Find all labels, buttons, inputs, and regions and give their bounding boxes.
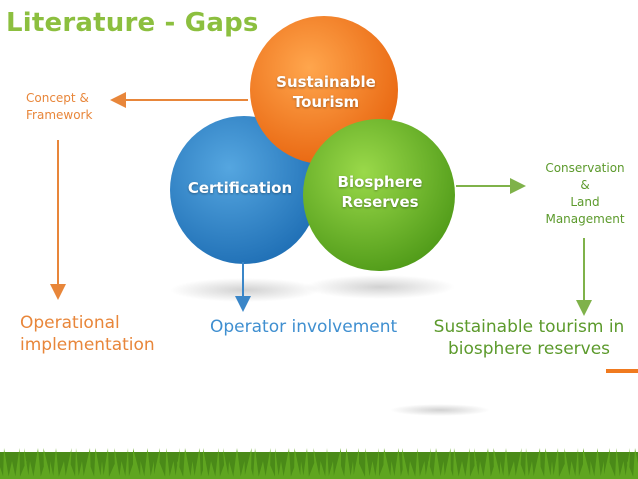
certification-label: Certification [187,179,293,197]
biosphere-reserves-label: Biosphere Reserves [337,173,423,211]
certification-circle [170,116,318,264]
sustainable-tourism-br-label: Sustainable tourism in biosphere reserve… [433,317,625,359]
circle-shadow [170,278,320,302]
circle-shadow [390,404,490,416]
biosphere-reserves-circle [303,119,455,271]
grass-decoration [0,448,638,479]
slide-title: Literature - Gaps [6,8,259,38]
conservation-label: Conservation & Land Management [545,161,625,226]
operator-involvement-label: Operator involvement [210,317,398,337]
sustainable-tourism-label: Sustainable Tourism [276,73,376,111]
concept-framework-label: Concept & Framework [26,91,93,122]
operational-implementation-label: Operational implementation [20,313,155,355]
orange-accent-bar [606,369,638,373]
circle-shadow [305,275,455,299]
